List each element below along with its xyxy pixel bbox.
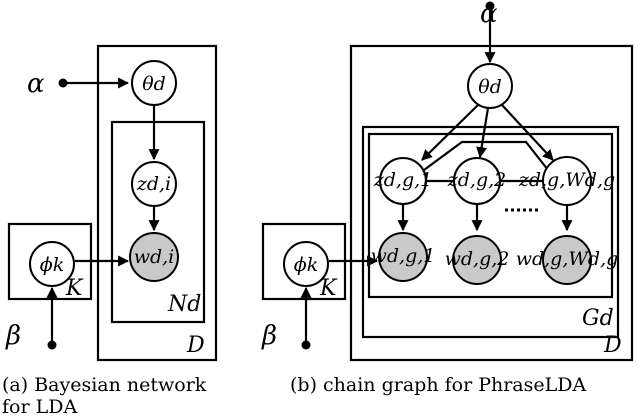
z3-node [542, 156, 592, 206]
panel-a: α θd zd,i wd,i ϕk β Nd D K [5, 44, 218, 362]
phi-node-right [283, 241, 329, 287]
w3-label: wd,g,Wd,g [516, 248, 619, 270]
z3-label: zd,g,Wd,g [518, 169, 615, 191]
phi-label-left: ϕk [40, 254, 64, 276]
plate-D-left [96, 44, 218, 362]
theta-label-right: θd [478, 76, 502, 98]
plate-D-label-left: D [186, 333, 205, 358]
caption-a-line1: (a) Bayesian network [2, 374, 207, 396]
plate-K-label-right: K [319, 276, 338, 301]
w2-label: wd,g,2 [445, 248, 510, 270]
z-label-left: zd,i [136, 173, 171, 195]
edge-theta-z3-right [501, 104, 554, 161]
plate-D-right [349, 44, 634, 362]
edge-theta-z2-right [476, 107, 490, 159]
alpha-label-right: α [480, 0, 498, 29]
z1-label: zd,g,1 [373, 169, 433, 191]
beta-label-left: β [5, 321, 21, 351]
alpha-label-left: α [27, 69, 45, 99]
theta-node-left [131, 60, 177, 106]
plate-G-label-right: Gd [582, 306, 614, 331]
theta-label-left: θd [142, 73, 166, 95]
theta-node-right [467, 63, 513, 109]
w-label-left: wd,i [134, 246, 175, 268]
w1-label: wd,g,1 [371, 245, 436, 267]
plate-G-inner-right [367, 132, 614, 299]
w1-node [378, 232, 428, 282]
plate-D-label-right: D [603, 333, 622, 358]
panel-b: α θd zd,g,1 zd,g,2 zd,g,Wd,g wd,g,1 wd,g… [261, 0, 634, 362]
plate-G-outer-right [361, 125, 620, 339]
w2-node [452, 235, 502, 285]
z1-node [379, 157, 427, 205]
z2-label: zd,g,2 [447, 169, 507, 191]
w-node-left [129, 232, 179, 282]
plate-N-label-left: Nd [167, 292, 201, 317]
phi-label-right: ϕk [294, 254, 318, 276]
caption-b: (b) chain graph for PhraseLDA [290, 374, 586, 396]
w3-node [542, 235, 592, 285]
caption-a-line2: for LDA [2, 396, 77, 416]
z-node-left [131, 161, 177, 207]
chain-z1-z3 [423, 140, 549, 171]
phi-node-left [29, 241, 75, 287]
plate-K-label-left: K [65, 276, 84, 301]
z2-node [453, 157, 501, 205]
plate-N-left [110, 120, 206, 324]
edge-theta-z1-right [421, 104, 479, 161]
beta-label-right: β [261, 321, 277, 351]
